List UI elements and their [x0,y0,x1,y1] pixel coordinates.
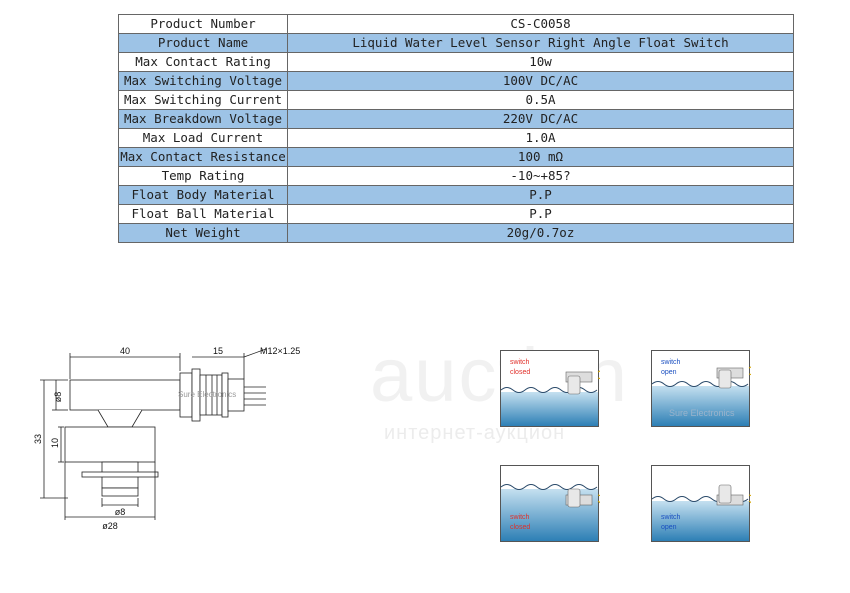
spec-value: 1.0A [287,128,794,148]
spec-label: Max Contact Resistance [118,147,288,167]
tank3-line2: closed [510,524,530,531]
spec-value: -10~+85? [287,166,794,186]
tank2-line2: open [661,369,677,376]
spec-label: Max Contact Rating [118,52,288,72]
spec-value: 100 mΩ [287,147,794,167]
tank-open-high: switch open Sure Electronics [651,350,751,427]
spec-label: Float Ball Material [118,204,288,224]
spec-label: Max Load Current [118,128,288,148]
spec-label: Max Breakdown Voltage [118,109,288,129]
tank1-line2: closed [510,369,530,376]
dim-d28: ø28 [102,521,118,531]
tank2-watermark: Sure Electronics [669,408,735,418]
spec-value: 10w [287,52,794,72]
dim-40: 40 [120,346,130,356]
float-ball [64,426,156,463]
tank3-line1: switch [510,514,530,521]
spec-label: Float Body Material [118,185,288,205]
dim-d8-bottom: ø8 [115,507,126,517]
dim-15: 15 [213,346,223,356]
spec-value: 0.5A [287,90,794,110]
spec-label: Net Weight [118,223,288,243]
dim-10: 10 [50,438,60,448]
dim-thread: M12×1.25 [260,346,300,356]
dim-d8-top: ø8 [53,392,63,403]
spec-value: Liquid Water Level Sensor Right Angle Fl… [287,33,794,53]
tank-closed-high: switch closed [500,350,600,427]
spec-label: Max Switching Current [118,90,288,110]
spec-label: Temp Rating [118,166,288,186]
tank-closed-low: switch closed [500,465,600,542]
spec-value: P.P [287,204,794,224]
tank4-line2: open [661,524,677,531]
tank-open-low: switch open [651,465,751,542]
dimension-drawing: 40 15 M12×1.25 ø8 33 10 ø8 ø28 Sure Elec… [33,346,300,531]
spec-label: Product Number [118,14,288,34]
spec-value: 100V DC/AC [287,71,794,91]
spec-label: Product Name [118,33,288,53]
tank2-line1: switch [661,359,681,366]
spec-row: Temp Rating-10~+85? [118,166,794,186]
spec-label: Max Switching Voltage [118,71,288,91]
drawing-watermark: Sure Electronics [178,390,236,399]
spec-value: CS-C0058 [287,14,794,34]
spec-value: 20g/0.7oz [287,223,794,243]
tank1-line1: switch [510,359,530,366]
spec-value: P.P [287,185,794,205]
tank4-line1: switch [661,514,681,521]
horizontal-pipe [69,379,181,411]
spec-value: 220V DC/AC [287,109,794,129]
dim-33: 33 [33,434,43,444]
